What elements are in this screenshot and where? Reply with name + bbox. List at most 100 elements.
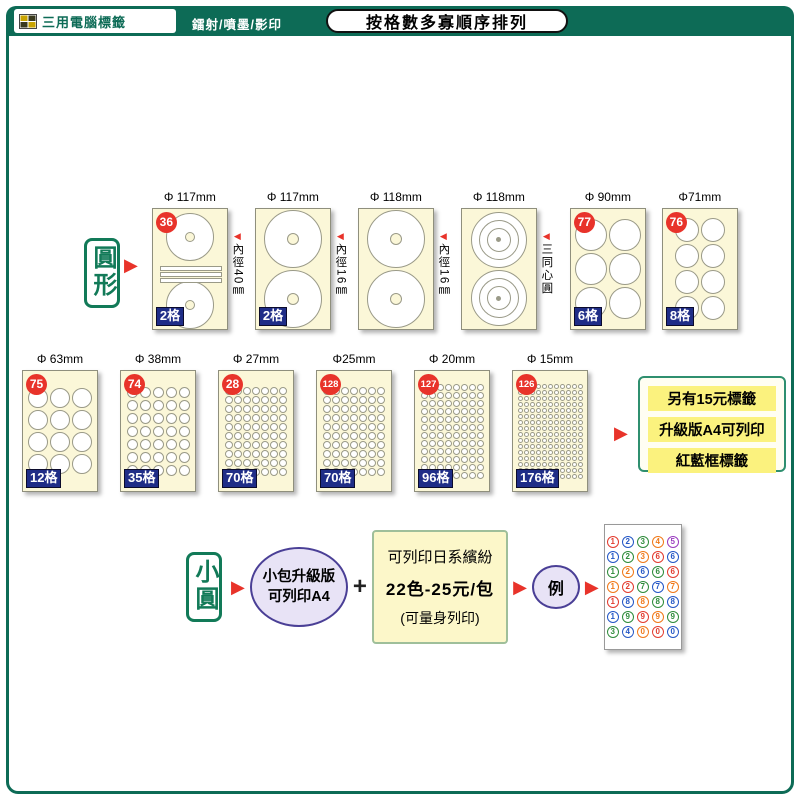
note-text: 內徑16㎜	[437, 243, 450, 298]
item-number-badge: 28	[222, 374, 243, 395]
round-label-cell	[270, 395, 278, 404]
round-label-cell	[444, 439, 452, 447]
round-label-cell	[460, 431, 468, 439]
concentric-rings	[470, 270, 527, 327]
center-hole	[389, 233, 402, 246]
bubble-line: 可列印A4	[267, 589, 330, 605]
diameter-label: Φ 27mm	[232, 352, 280, 366]
round-label-cell	[476, 407, 484, 415]
round-label-cell	[460, 463, 468, 471]
concentric-labels	[462, 209, 536, 329]
diameter-label: Φ 90mm	[584, 190, 631, 204]
round-label-cell	[565, 443, 571, 449]
round-label-cell	[577, 419, 583, 425]
inner-diameter-note: ◀內徑40㎜	[230, 232, 245, 298]
round-label-cell	[279, 386, 287, 395]
round-label-cell	[608, 253, 641, 285]
round-label-cell	[332, 440, 340, 449]
item-number-badge: 126	[516, 374, 537, 395]
round-label-cell	[559, 389, 565, 395]
round-label-cell	[72, 454, 92, 474]
round-label-cell	[428, 455, 436, 463]
round-label-cell	[535, 425, 541, 431]
header-bar: 三用電腦標籤 鐳射/噴墨/影印 按格數多寡順序排列	[6, 6, 794, 36]
round-label-cell	[559, 455, 565, 461]
round-label-cell	[139, 399, 151, 411]
sample-number-cell: 6	[636, 566, 649, 578]
round-label-cell	[476, 423, 484, 431]
round-label-cell	[571, 449, 577, 455]
cell-count-badge: 8格	[665, 307, 695, 326]
round-label-cell	[547, 389, 553, 395]
round-label-cell	[50, 410, 70, 430]
diameter-label: Φ 118mm	[369, 190, 422, 204]
round-label-cell	[517, 401, 523, 407]
round-label-cell	[234, 440, 242, 449]
item-number-badge: 77	[573, 212, 595, 233]
sample-number-cell: 0	[651, 626, 664, 638]
round-label-cell	[517, 449, 523, 455]
cell-count-badge: 70格	[222, 469, 258, 488]
cd-label-circle	[366, 210, 425, 269]
round-label-cell	[436, 415, 444, 423]
round-label-cell	[359, 458, 367, 467]
small-circle-promo-row: 小圓 ▶ 小包升級版 可列印A4 + 可列印日系繽紛 22色-25元/包 (可量…	[186, 520, 682, 654]
cell-count-badge: 176格	[516, 469, 559, 488]
round-label-cell	[368, 386, 376, 395]
round-label-cell	[261, 413, 269, 422]
round-label-cell	[28, 410, 48, 430]
round-label-cell	[571, 455, 577, 461]
label-sheet-group: Φ 118mm	[357, 190, 434, 330]
round-label-cell	[420, 407, 428, 415]
round-label-cell	[178, 386, 190, 398]
round-label-cell	[571, 389, 577, 395]
round-label-cell	[608, 287, 641, 319]
round-label-cell	[368, 467, 376, 476]
round-label-cell	[517, 419, 523, 425]
round-label-cell	[234, 413, 242, 422]
circle-grid	[571, 209, 645, 329]
round-label-cell	[553, 437, 559, 443]
round-label-cell	[270, 422, 278, 431]
round-label-cell	[341, 422, 349, 431]
round-label-cell	[565, 473, 571, 479]
round-label-cell	[529, 407, 535, 413]
round-label-cell	[529, 437, 535, 443]
round-label-cell	[452, 447, 460, 455]
round-label-cell	[460, 423, 468, 431]
round-label-cell	[261, 386, 269, 395]
concentric-ring-inner	[486, 286, 511, 311]
round-label-cell	[571, 473, 577, 479]
cell-count-badge: 35格	[124, 469, 160, 488]
round-label-cell	[547, 395, 553, 401]
round-label-cell	[178, 399, 190, 411]
round-label-cell	[444, 455, 452, 463]
round-label-cell	[139, 438, 151, 450]
round-label-cell	[234, 449, 242, 458]
sample-number-cell: 3	[606, 626, 619, 638]
round-label-cell	[559, 443, 565, 449]
round-label-cell	[452, 471, 460, 479]
round-label-cell	[565, 401, 571, 407]
round-label-cell	[517, 395, 523, 401]
round-label-cell	[323, 449, 331, 458]
round-label-cell	[279, 404, 287, 413]
round-label-cell	[559, 401, 565, 407]
round-label-cell	[252, 431, 260, 440]
sample-number-cell: 3	[636, 551, 649, 563]
round-label-cell	[460, 391, 468, 399]
round-label-cell	[139, 425, 151, 437]
round-label-cell	[541, 437, 547, 443]
round-label-cell	[547, 431, 553, 437]
round-label-cell	[359, 395, 367, 404]
round-label-cell	[523, 461, 529, 467]
round-label-cell	[178, 425, 190, 437]
round-label-cell	[50, 432, 70, 452]
diameter-label: Φ 20mm	[428, 352, 476, 366]
sample-number-cell: 4	[621, 626, 634, 638]
